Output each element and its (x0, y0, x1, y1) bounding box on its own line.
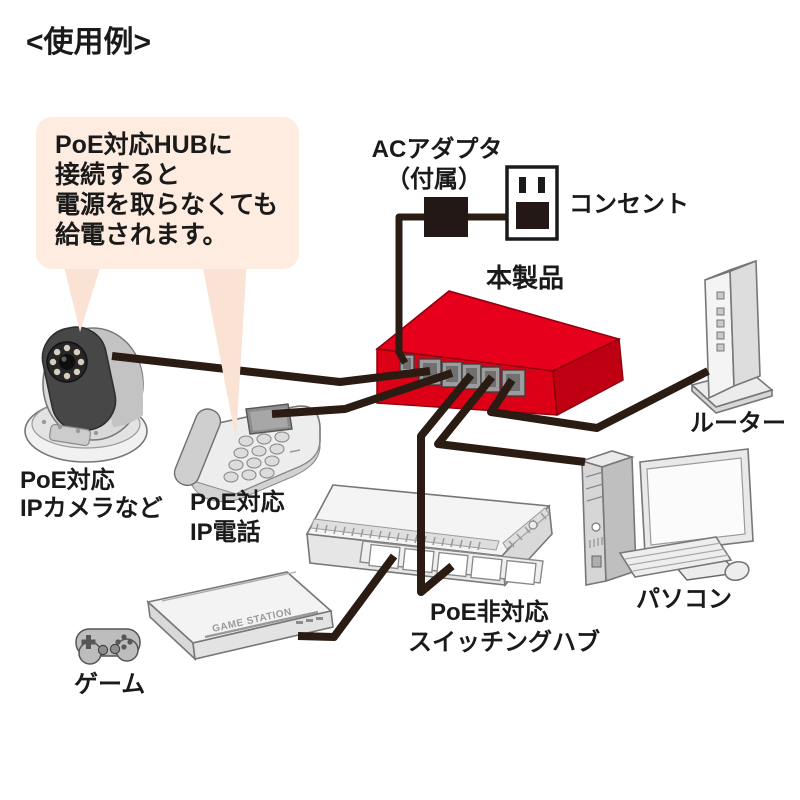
callout-line-4: 給電されます。 (55, 220, 228, 249)
pc-illustration (579, 448, 754, 586)
callout-tail-to-phone (201, 258, 247, 440)
phone-keypad (223, 431, 290, 483)
pc-label: パソコン (636, 586, 732, 613)
cable-console-to-switch (297, 553, 398, 641)
cable-hub-to-switch (417, 372, 475, 596)
cable-hub-to-camera (111, 352, 431, 386)
callout-bubble: PoE対応HUBに 接続すると 電源を取らなくても 給電されます。 (36, 117, 299, 440)
router-led-lights (716, 291, 725, 352)
ip-phone-illustration (173, 403, 321, 502)
ac-adapter-icon (424, 197, 468, 237)
switching-hub-label-line1: PoE非対応 (430, 598, 549, 626)
power-cord-to-hub (395, 213, 424, 365)
callout-line-1: PoE対応HUBに (55, 130, 233, 159)
game-console-illustration: GAME STATION (146, 571, 334, 662)
camera-lens-icon (46, 341, 88, 383)
pc-keyboard (618, 536, 733, 578)
page-title: <使用例> (26, 26, 151, 59)
callout-tail-to-camera (62, 258, 103, 332)
pc-power-button (591, 522, 601, 532)
ip-camera-illustration (24, 326, 148, 463)
callout-line-2: 接続すると (55, 160, 180, 189)
ac-adapter-label-line1: ACアダプタ (372, 135, 503, 163)
pc-mouse (724, 560, 750, 582)
network-cables (111, 352, 710, 641)
camera-label-line2: IPカメラなど (20, 495, 163, 522)
cable-hub-to-pc (434, 374, 586, 466)
product-label: 本製品 (486, 263, 564, 293)
router-label: ルーター (690, 410, 786, 437)
callout-line-3: 電源を取らなくても (55, 191, 278, 219)
pc-monitor (639, 448, 754, 581)
cable-hub-to-router (487, 367, 710, 432)
camera-label-line1: PoE対応 (20, 466, 115, 494)
phone-label-line1: PoE対応 (190, 488, 285, 516)
switching-hub-label-line2: スイッチングハブ (408, 628, 600, 656)
phone-handset (173, 408, 222, 487)
game-controller-icon (75, 628, 141, 665)
wall-outlet-icon (505, 165, 559, 241)
game-label: ゲーム (74, 671, 145, 698)
cable-hub-to-phone (271, 369, 454, 418)
power-section (395, 165, 559, 365)
ac-adapter-label-line2: （付属） (386, 166, 482, 193)
phone-label-line2: IP電話 (190, 518, 261, 546)
outlet-label: コンセント (569, 191, 689, 218)
router-illustration (690, 259, 774, 414)
switching-hub-illustration (305, 484, 553, 587)
